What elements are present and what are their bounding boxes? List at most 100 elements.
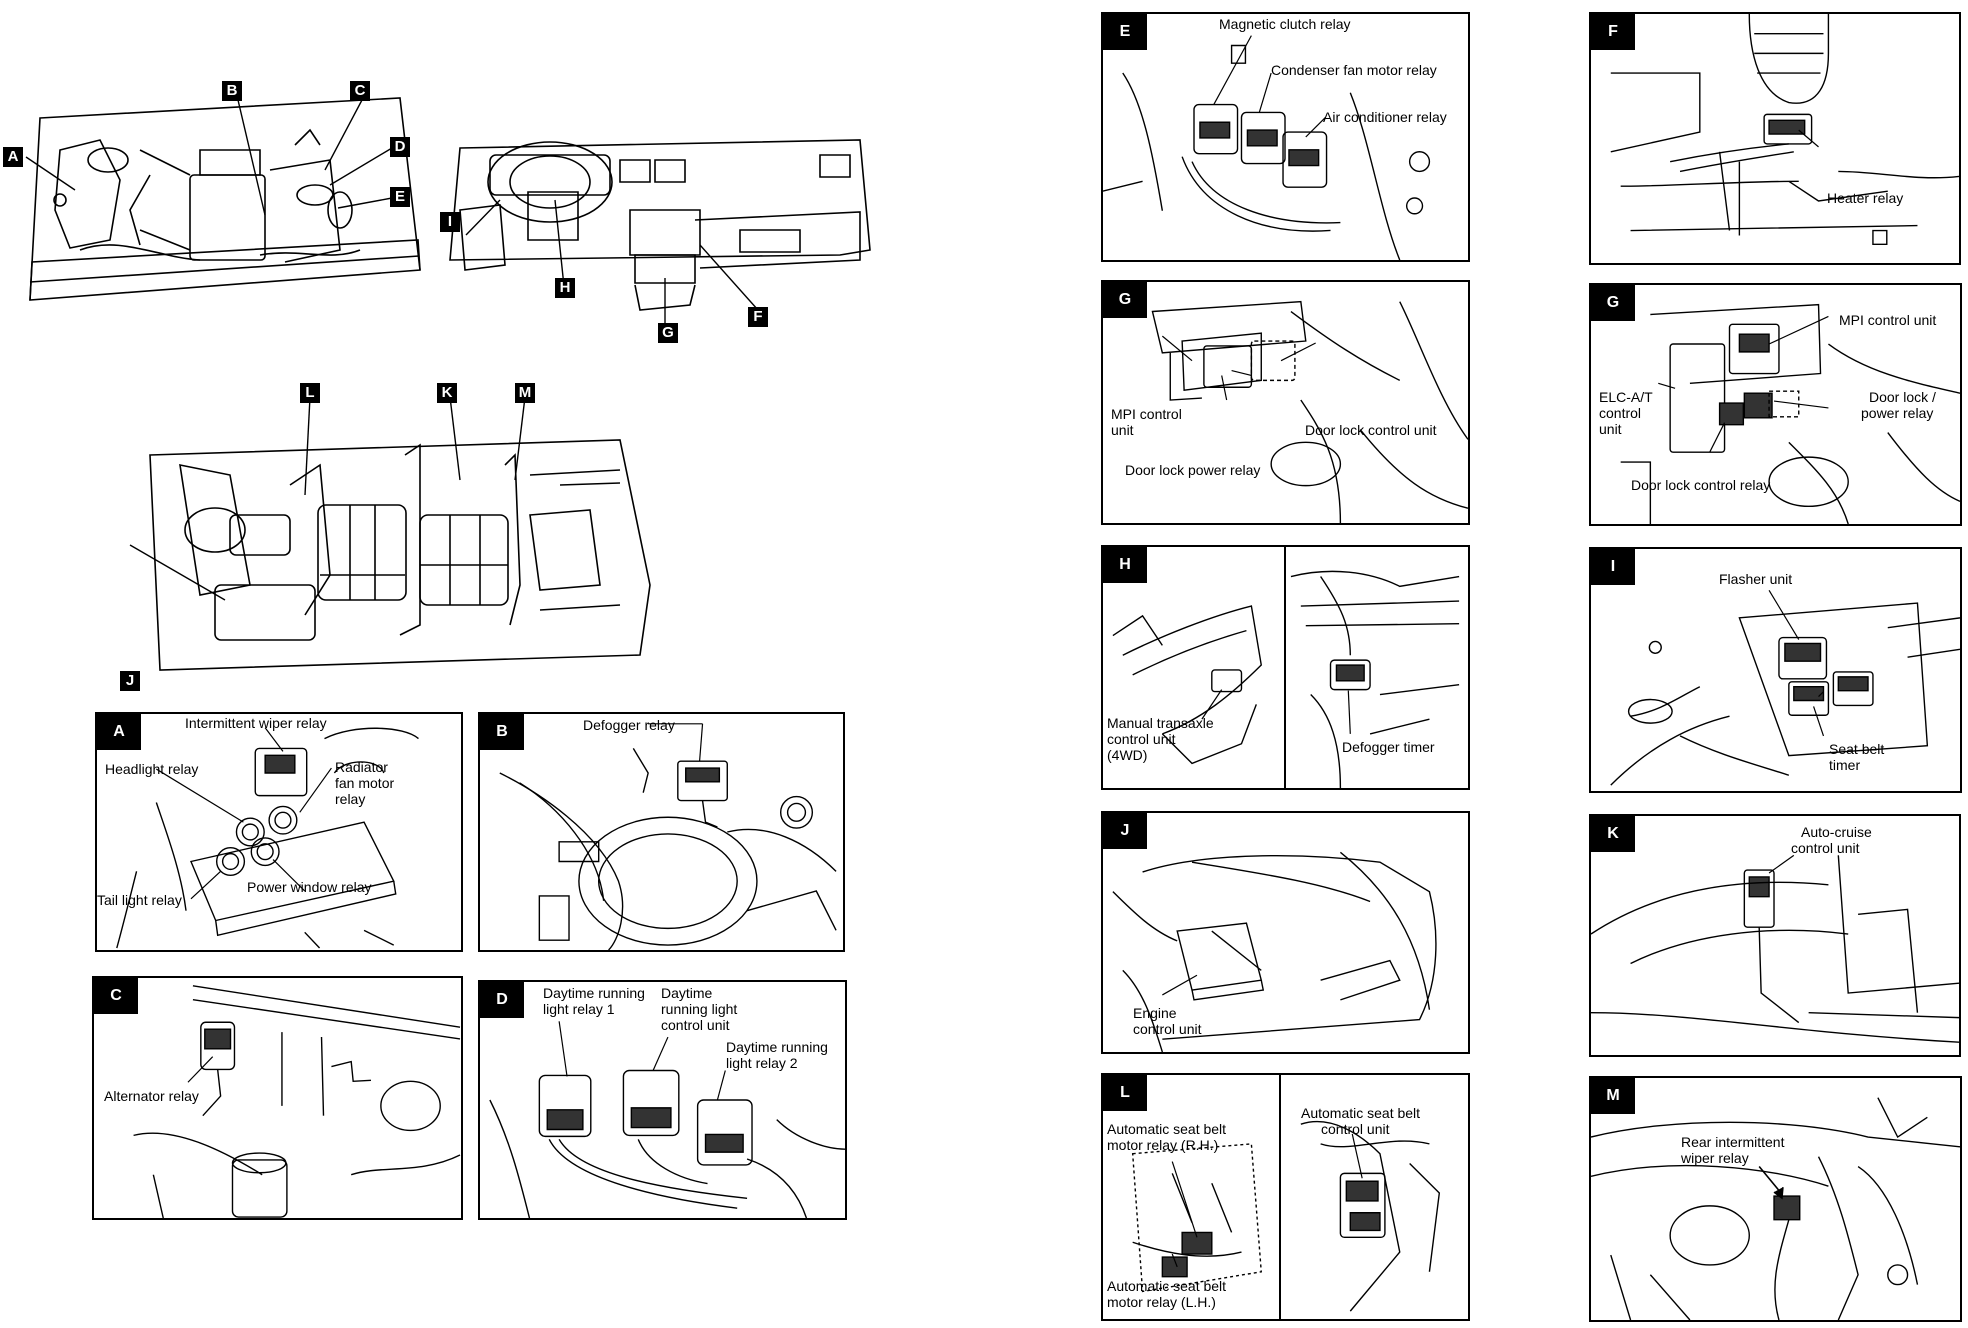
label-engine-control-line2: control unit (1133, 1021, 1202, 1037)
label-seat-belt-timer-line2: timer (1829, 757, 1861, 773)
panel-m: M Rear intermittent wiper relay (1589, 1076, 1962, 1322)
callout-c: C (350, 81, 370, 101)
label-mpi-control-unit: MPI control unit (1839, 312, 1937, 328)
label-engine-control-line1: Engine (1133, 1005, 1177, 1021)
label-magnetic-clutch-relay: Magnetic clutch relay (1219, 16, 1351, 32)
label-auto-cruise-line2: control unit (1791, 840, 1860, 856)
label-manual-transaxle-line2: control unit (1107, 731, 1176, 747)
panel-e: E Magnetic clutch relay Condenser fan mo… (1101, 12, 1470, 262)
callout-g: G (658, 323, 678, 343)
panel-b-illustration (480, 714, 843, 950)
label-door-lock-control-unit: Door lock control unit (1305, 422, 1437, 438)
callout-k: K (437, 383, 457, 403)
label-drl-relay-2-line2: light relay 2 (726, 1055, 798, 1071)
panel-j-illustration (1103, 813, 1468, 1052)
label-seat-belt-rh-line1: Automatic seat belt (1107, 1121, 1227, 1137)
engine-bay-overview: A B C D E (0, 0, 440, 320)
label-door-lock-power-relay: Door lock power relay (1125, 462, 1261, 478)
callout-m: M (515, 383, 535, 403)
label-manual-transaxle-line3: (4WD) (1107, 747, 1148, 763)
label-seat-belt-rh-line2: motor relay (R.H.) (1107, 1137, 1219, 1153)
label-defogger-timer: Defogger timer (1342, 739, 1435, 755)
callout-f: F (748, 307, 768, 327)
interior-overview: L K M J (120, 383, 700, 705)
panel-f-letter: F (1591, 14, 1635, 50)
callout-d: D (390, 137, 410, 157)
label-drl-relay-2-line1: Daytime running (726, 1039, 828, 1055)
panel-g-2-illustration (1591, 285, 1960, 524)
panel-a-illustration (97, 714, 461, 950)
panel-g-1-letter: G (1103, 282, 1147, 318)
label-tail-light-relay: Tail light relay (97, 892, 182, 908)
label-elc-at-line1: ELC-A/T (1599, 389, 1653, 405)
label-seat-belt-control-line1: Automatic seat belt (1301, 1105, 1421, 1121)
callout-e: E (390, 187, 410, 207)
panel-m-letter: M (1591, 1078, 1635, 1114)
engine-bay-drawing (0, 0, 440, 320)
label-seat-belt-lh-line1: Automatic seat belt (1107, 1278, 1227, 1294)
panel-d: D Daytime running light relay 1 Daytime … (478, 980, 847, 1220)
panel-c: C Alternator relay (92, 976, 463, 1220)
label-rear-wiper-relay-line2: wiper relay (1681, 1150, 1749, 1166)
panel-c-letter: C (94, 978, 138, 1014)
dashboard-overview: I H G F (440, 100, 880, 350)
panel-l: L Automatic seat belt motor relay (R.H.)… (1101, 1073, 1470, 1321)
label-drl-control-line2: running light (661, 1001, 738, 1017)
panel-l-letter: L (1103, 1075, 1147, 1111)
panel-k: K Auto-cruise control unit (1589, 814, 1961, 1057)
panel-j: J Engine control unit (1101, 811, 1470, 1054)
dashboard-drawing (440, 100, 880, 350)
panel-e-letter: E (1103, 14, 1147, 50)
label-drl-control-line3: control unit (661, 1017, 730, 1033)
panel-g-2: G MPI control unit ELC-A/T control unit … (1589, 283, 1962, 526)
label-radiator: Radiator (335, 759, 388, 775)
label-auto-cruise-line1: Auto-cruise (1801, 824, 1872, 840)
label-mpi-control-line2: unit (1111, 422, 1134, 438)
panel-g-2-letter: G (1591, 285, 1635, 321)
panel-b-letter: B (480, 714, 524, 750)
panel-i-letter: I (1591, 549, 1635, 585)
panel-a: A Intermittent wiper relay Headlight rel… (95, 712, 463, 952)
panel-k-letter: K (1591, 816, 1635, 852)
label-seat-belt-control-line2: control unit (1321, 1121, 1390, 1137)
panel-g-1-illustration (1103, 282, 1468, 523)
panel-h-divider (1284, 547, 1286, 788)
panel-i-illustration (1591, 549, 1960, 791)
callout-h: H (555, 278, 575, 298)
label-elc-at-line3: unit (1599, 421, 1622, 437)
callout-i: I (440, 212, 460, 232)
panel-f-illustration (1591, 14, 1959, 263)
label-flasher-unit: Flasher unit (1719, 571, 1793, 587)
panel-h: H Manual transaxle control unit (4WD) De… (1101, 545, 1470, 790)
label-drl-control-line1: Daytime (661, 985, 713, 1001)
label-rear-wiper-relay-line1: Rear intermittent (1681, 1134, 1785, 1150)
label-door-lock-power-line2: power relay (1861, 405, 1934, 421)
label-alternator-relay: Alternator relay (104, 1088, 199, 1104)
label-seat-belt-timer-line1: Seat belt (1829, 741, 1885, 757)
label-mpi-control-line1: MPI control (1111, 406, 1182, 422)
panel-e-illustration (1103, 14, 1468, 260)
panel-f: F Heater relay (1589, 12, 1961, 265)
callout-l: L (300, 383, 320, 403)
panel-k-illustration (1591, 816, 1959, 1055)
panel-a-letter: A (97, 714, 141, 750)
panel-c-illustration (94, 978, 461, 1218)
panel-l-divider (1279, 1075, 1281, 1319)
label-drl-relay-1-line1: Daytime running (543, 985, 645, 1001)
callout-j: J (120, 671, 140, 691)
label-manual-transaxle-line1: Manual transaxle (1107, 715, 1214, 731)
label-condenser-fan-motor-relay: Condenser fan motor relay (1271, 62, 1437, 78)
label-air-conditioner-relay: Air conditioner relay (1323, 109, 1447, 125)
label-drl-relay-1-line2: light relay 1 (543, 1001, 615, 1017)
label-seat-belt-lh-line2: motor relay (L.H.) (1107, 1294, 1216, 1310)
callout-a: A (3, 147, 23, 167)
panel-m-illustration (1591, 1078, 1960, 1320)
label-headlight-relay: Headlight relay (105, 761, 199, 777)
panel-b: B Defogger relay (478, 712, 845, 952)
label-power-window-relay: Power window relay (247, 879, 372, 895)
panel-d-illustration (480, 982, 845, 1218)
interior-drawing (120, 385, 700, 705)
label-relay: relay (335, 791, 366, 807)
callout-b: B (222, 81, 242, 101)
label-elc-at-line2: control (1599, 405, 1642, 421)
